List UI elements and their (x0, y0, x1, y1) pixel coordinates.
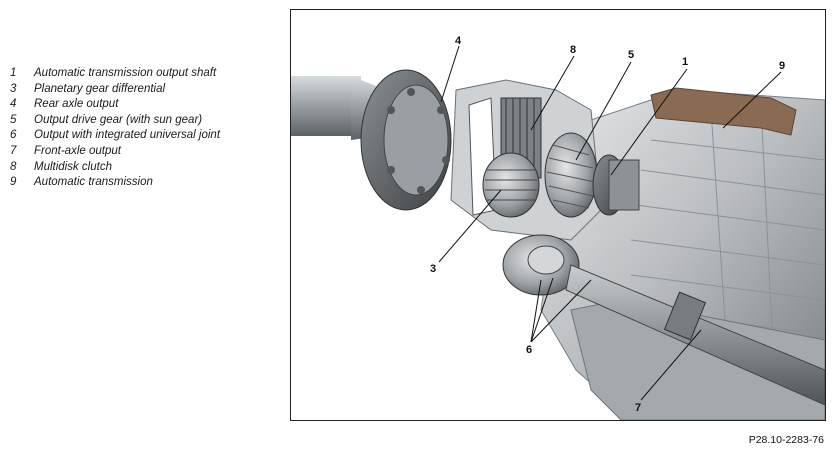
legend-number: 7 (10, 144, 17, 157)
legend-item: 9 Automatic transmission (10, 176, 220, 192)
figure-frame: 4 8 5 1 9 3 6 7 (290, 9, 826, 421)
callout-6: 6 (526, 344, 532, 356)
legend-item: 3 Planetary gear differential (10, 83, 220, 99)
rear-flange-face (383, 84, 449, 196)
transmission-illustration: 4 8 5 1 9 3 6 7 (291, 35, 825, 420)
legend-item: 5 Output drive gear (with sun gear) (10, 114, 220, 130)
legend-text: Front-axle output (34, 144, 121, 157)
legend-item: 8 Multidisk clutch (10, 161, 220, 177)
legend-list: 1 Automatic transmission output shaft 3 Pl… (10, 67, 220, 192)
legend-number: 6 (10, 129, 17, 142)
legend-number: 3 (10, 82, 17, 95)
legend-text: Multidisk clutch (34, 160, 112, 173)
legend-text: Automatic transmission (34, 176, 153, 189)
legend-number: 8 (10, 160, 17, 173)
callout-3: 3 (430, 263, 436, 275)
legend-item: 4 Rear axle output (10, 98, 220, 114)
flange-bolts (387, 88, 450, 194)
legend-number: 4 (10, 98, 17, 111)
callout-4: 4 (455, 35, 462, 47)
legend-number: 1 (10, 67, 17, 79)
legend-item: 7 Front-axle output (10, 145, 220, 161)
legend-item: 6 Output with integrated universal joint (10, 129, 220, 145)
front-axle-shaft (565, 264, 825, 406)
planetary-gear (482, 152, 540, 218)
callout-1: 1 (682, 56, 688, 68)
figure-code: P28.10-2283-76 (748, 434, 824, 446)
legend-number: 5 (10, 113, 17, 126)
callout-9: 9 (779, 60, 785, 72)
legend-item: 1 Automatic transmission output shaft (10, 67, 220, 83)
callout-lines (438, 45, 782, 401)
rear-prop-shaft (291, 76, 361, 136)
oil-pan (650, 87, 797, 136)
legend-text: Rear axle output (34, 98, 119, 111)
legend-text: Planetary gear differential (34, 82, 166, 95)
callout-7: 7 (635, 402, 641, 414)
output-shaft-body (608, 159, 640, 211)
legend-text: Output drive gear (with sun gear) (34, 113, 203, 126)
planetary-gear-teeth (485, 169, 537, 201)
housing-ribs (630, 104, 825, 411)
drive-gear-teeth (546, 144, 596, 209)
legend-number: 9 (10, 176, 17, 189)
callout-5: 5 (628, 49, 634, 61)
legend-text: Automatic transmission output shaft (34, 67, 217, 79)
callout-8: 8 (570, 44, 576, 56)
universal-joint-core (527, 245, 565, 275)
legend-text: Output with integrated universal joint (34, 129, 221, 142)
front-shaft-collar (663, 291, 707, 341)
